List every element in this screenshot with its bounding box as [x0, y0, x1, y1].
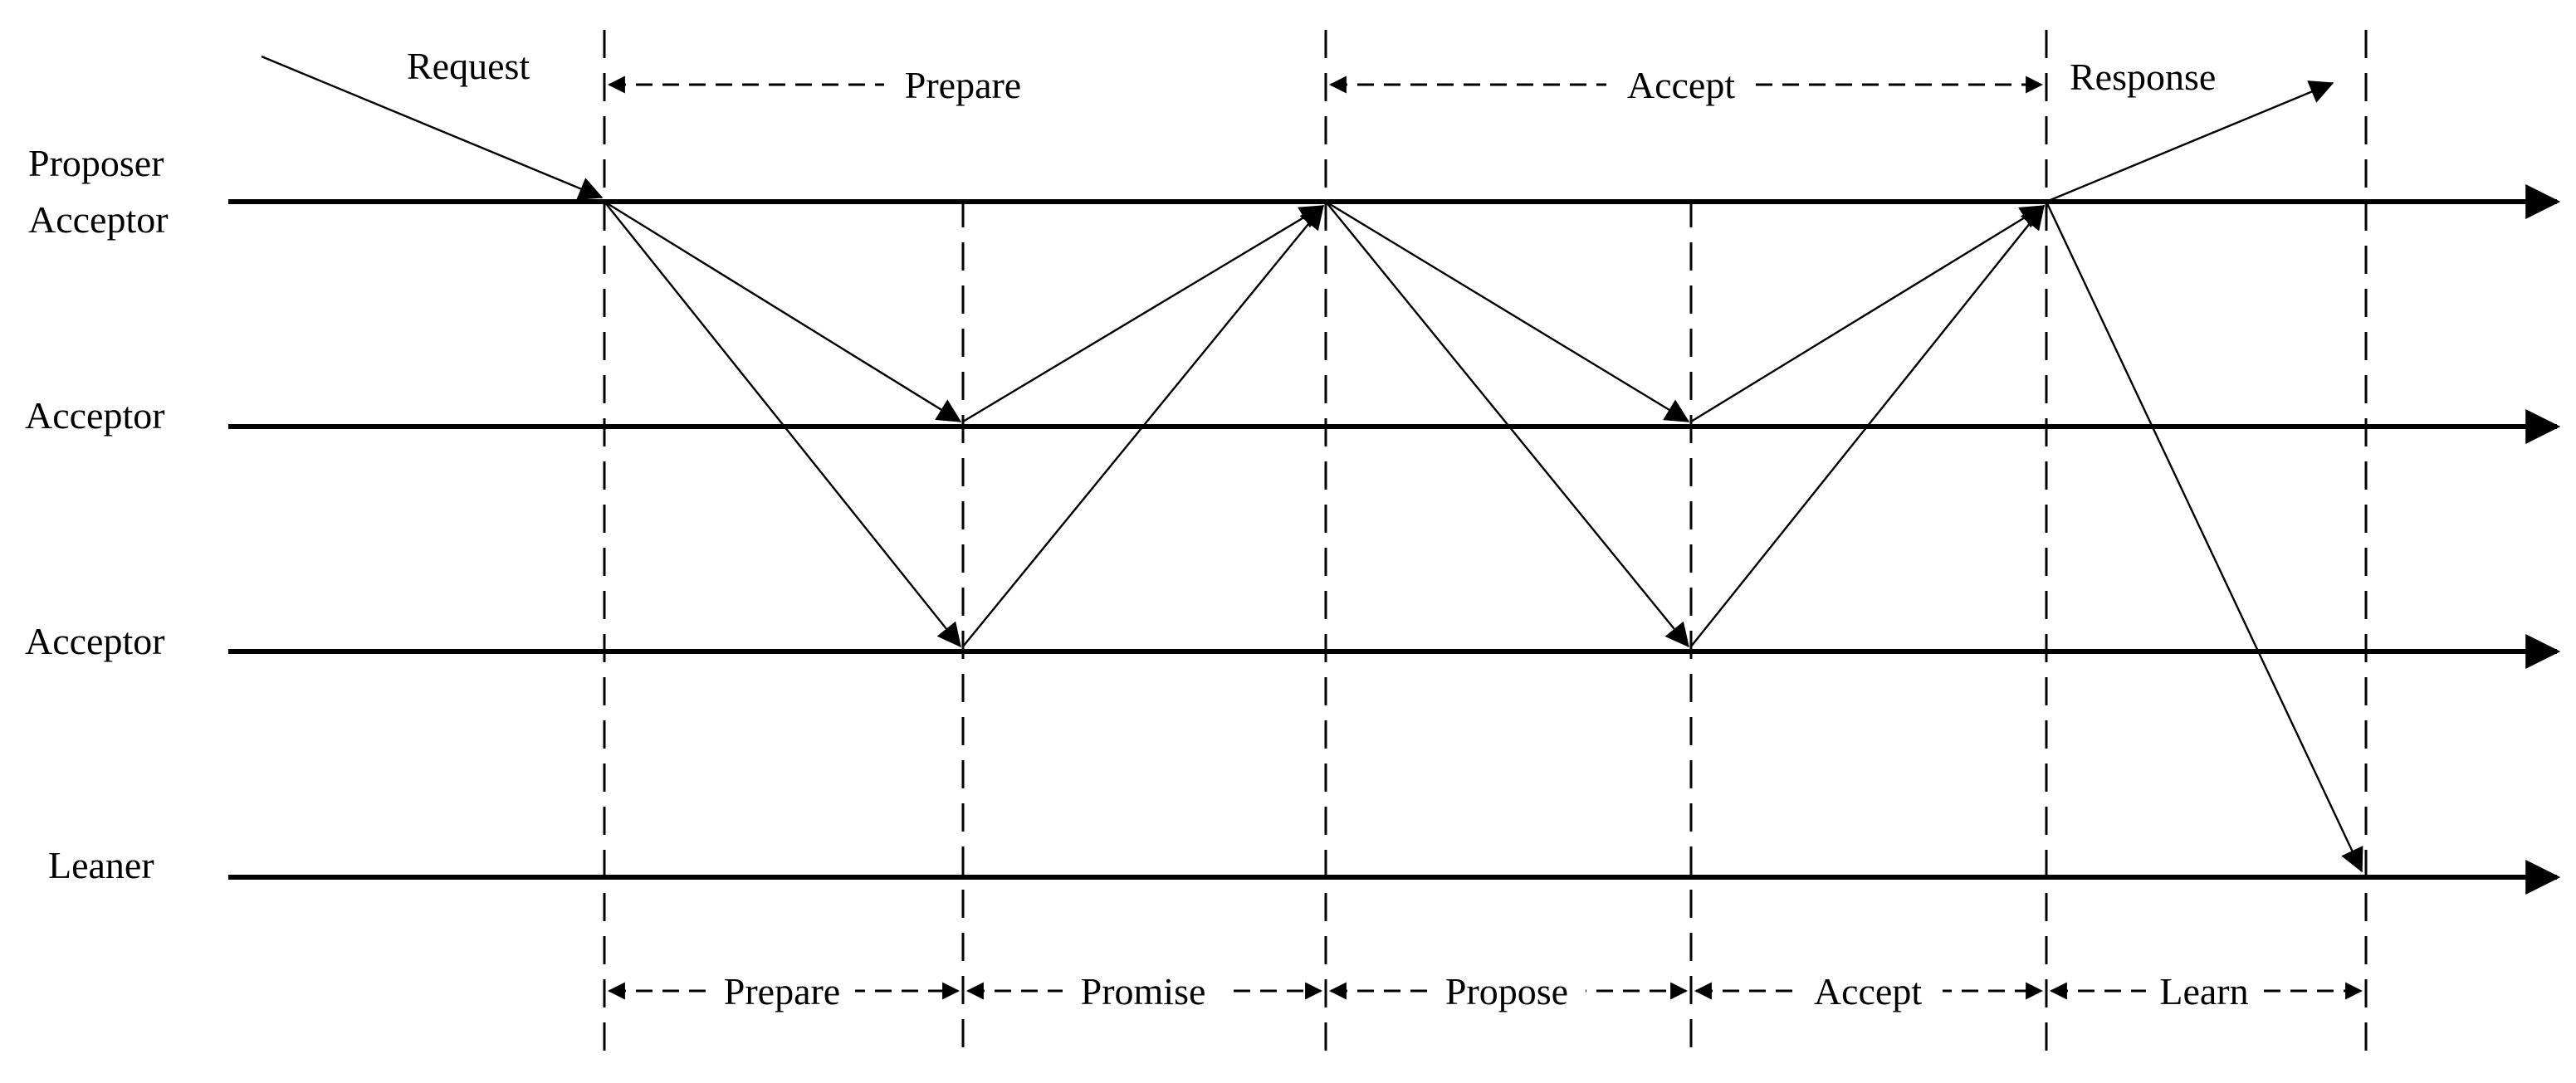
- response-label: Response: [2070, 56, 2216, 98]
- request-arrow: [261, 55, 604, 200]
- request-label: Request: [407, 45, 530, 87]
- bottom-phase-promise: Promise: [1081, 970, 1206, 1012]
- bottom-labels: Prepare Promise Propose Accept Learn: [724, 970, 2249, 1012]
- role-label-acceptor-1: Acceptor: [25, 394, 165, 437]
- top-phase-prepare: Prepare: [905, 64, 1021, 106]
- promise-msg-2: [962, 204, 1324, 647]
- prepare-msg-1: [604, 200, 962, 423]
- propose-msg-1: [1325, 200, 1690, 423]
- prepare-msg-2: [604, 201, 961, 648]
- bottom-phase-prepare: Prepare: [724, 970, 840, 1012]
- role-label-acceptor-0: Acceptor: [28, 198, 169, 241]
- top-phase-accept: Accept: [1627, 64, 1735, 106]
- bottom-phase-accept: Accept: [1814, 970, 1922, 1012]
- role-label-leaner: Leaner: [48, 844, 154, 886]
- bottom-phase-propose: Propose: [1445, 970, 1568, 1012]
- timelines: [228, 184, 2561, 895]
- messages: [261, 55, 2363, 873]
- learn-msg: [2045, 201, 2363, 873]
- role-labels: Proposer Acceptor Acceptor Acceptor Lean…: [25, 142, 169, 886]
- accept-msg-1: [1690, 204, 2046, 423]
- role-label-proposer: Proposer: [28, 142, 164, 184]
- promise-msg-1: [962, 204, 1325, 423]
- bottom-phase-learn: Learn: [2159, 970, 2248, 1012]
- role-label-acceptor-2: Acceptor: [25, 620, 165, 662]
- propose-msg-2: [1325, 201, 1689, 648]
- accept-msg-2: [1690, 204, 2045, 647]
- top-labels: Request Response Prepare Accept: [407, 45, 2216, 106]
- phase-boundaries: [603, 30, 2368, 1054]
- label-backgrounds: [706, 62, 2262, 1015]
- response-arrow: [2046, 80, 2334, 203]
